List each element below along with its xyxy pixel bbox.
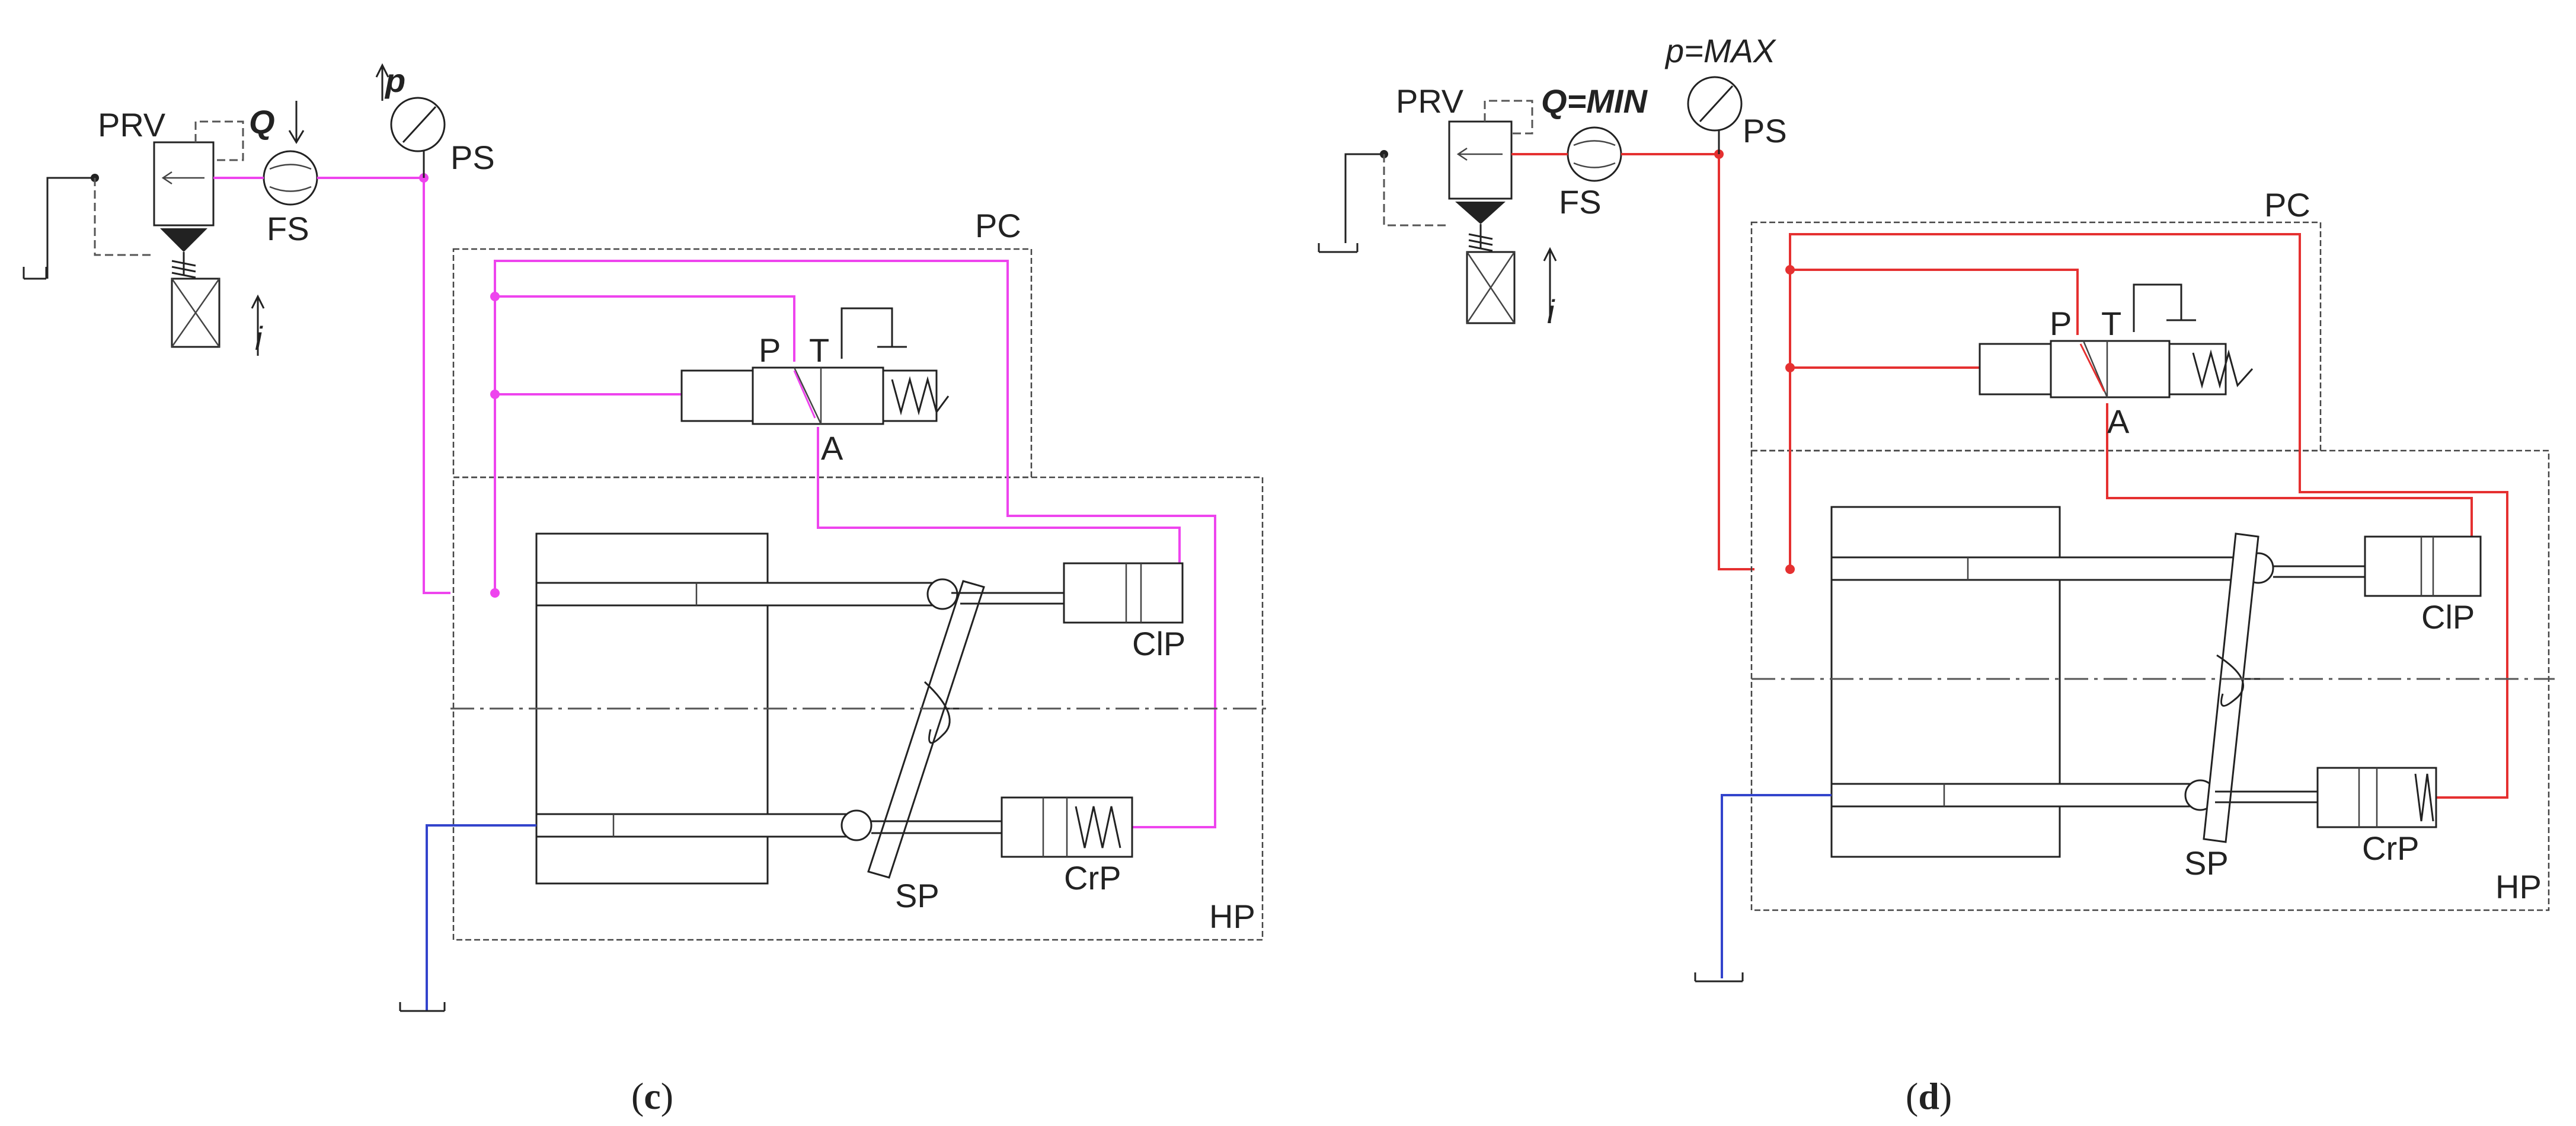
label-p-c: p (384, 62, 405, 99)
prv-cone-d (1455, 202, 1506, 224)
swash-plate-d (2203, 532, 2259, 843)
pilot-lines-c (494, 260, 1216, 828)
label-fs-c: FS (267, 210, 309, 247)
drain-line-d (1721, 794, 1832, 978)
panel-c: PRV Q FS p PS i PC P T A ClP CrP SP HP (… (23, 62, 1271, 1117)
label-port-t-d: T (2101, 305, 2121, 342)
prv-cone-c (160, 228, 207, 252)
prv-spring-d (1468, 224, 1493, 252)
label-p-d: p=MAX (1664, 32, 1777, 69)
prv-pilot-d (1484, 100, 1533, 135)
label-clp-c: ClP (1132, 625, 1185, 662)
port-a-line-d (2106, 403, 2473, 540)
valve-end-c (680, 369, 754, 422)
valve-body-c (752, 366, 884, 425)
drain-line-c (426, 824, 536, 1011)
panel-d: PRV Q=MIN FS p=MAX PS i PC P T A ClP CrP… (1318, 32, 2555, 1117)
caption-d: (d) (1906, 1075, 1952, 1117)
tank-symbol-c (23, 267, 47, 280)
hp-box-d (1750, 449, 2550, 911)
label-pc-d: PC (2264, 186, 2310, 224)
prv-valve-d (1448, 120, 1513, 200)
label-port-a-c: A (821, 429, 843, 467)
pc-box-c (452, 248, 1033, 479)
port-a-line-c (817, 427, 1181, 569)
label-port-a-d: A (2107, 403, 2130, 440)
clp-cylinder-d (2364, 535, 2482, 597)
label-port-t-c: T (809, 331, 829, 369)
tank-line-d (1344, 153, 1384, 243)
label-sp-d: SP (2184, 844, 2229, 882)
prv-spring-c (171, 252, 196, 279)
tank-line-c (46, 177, 95, 279)
flow-sensor-c (263, 150, 318, 206)
label-hp-c: HP (1209, 898, 1255, 935)
prv-valve-c (153, 141, 215, 227)
label-i-c: i (255, 320, 263, 357)
label-prv-d: PRV (1396, 82, 1464, 120)
pilot-drain-c (94, 178, 154, 256)
label-hp-d: HP (2495, 868, 2542, 905)
label-pc-c: PC (975, 207, 1021, 244)
label-port-p-c: P (759, 331, 781, 369)
prv-pilot-c (194, 120, 244, 161)
label-crp-c: CrP (1064, 859, 1121, 897)
label-q-c: Q (249, 103, 275, 141)
supply-line-d (1511, 153, 1754, 570)
label-q-d: Q=MIN (1541, 82, 1648, 120)
swash-plate-c (867, 580, 985, 879)
supply-line-c (213, 177, 450, 594)
label-crp-d: CrP (2362, 830, 2419, 867)
valve-body-d (2050, 340, 2171, 398)
caption-c: (c) (631, 1075, 673, 1117)
tank-symbol-d (1318, 243, 1359, 253)
pilot-drain-d (1383, 154, 1449, 227)
piston-ball-bottom-c (840, 809, 872, 841)
label-prv-c: PRV (98, 106, 166, 143)
label-ps-c: PS (450, 139, 495, 176)
drain-tank-c (399, 1002, 446, 1012)
pressure-sensor-c (390, 97, 446, 152)
label-fs-d: FS (1559, 183, 1602, 221)
valve-end-d (1979, 343, 2052, 395)
label-port-p-d: P (2050, 305, 2072, 342)
label-sp-c: SP (895, 877, 939, 914)
label-i-d: i (1547, 293, 1555, 330)
piston-ball-top-c (926, 578, 958, 610)
pc-box-d (1750, 221, 2322, 452)
label-clp-d: ClP (2421, 598, 2475, 636)
drain-tank-d (1694, 972, 1744, 983)
pilot-lines-d (1789, 233, 2508, 799)
pressure-sensor-d (1687, 76, 1743, 132)
flow-sensor-d (1567, 126, 1622, 182)
clp-cylinder-c (1063, 562, 1184, 624)
label-ps-d: PS (1743, 112, 1787, 149)
